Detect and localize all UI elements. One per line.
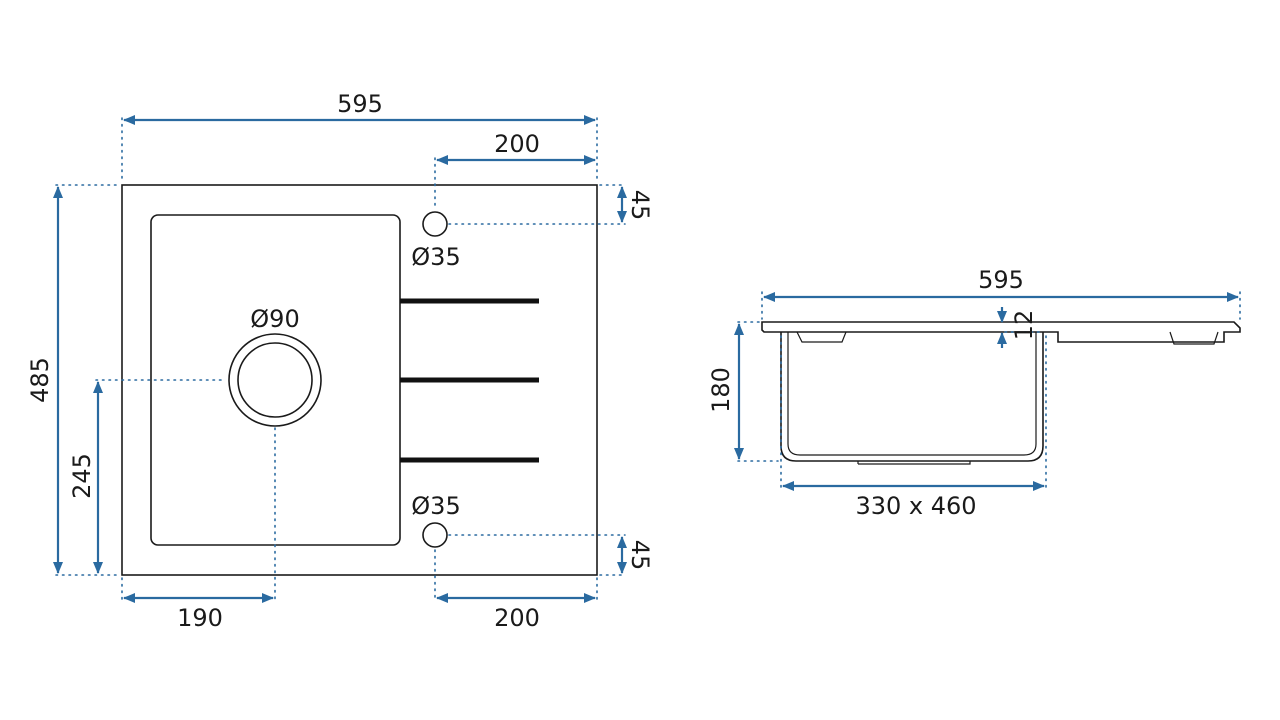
- bottom-tray-width-label: 200: [494, 604, 540, 632]
- waste-outlet-detail: [858, 461, 971, 465]
- top-hole-diameter-label: Ø35: [411, 243, 460, 271]
- bowl-inner-profile: [787, 332, 1037, 456]
- drain-outer-ring: [228, 333, 322, 427]
- height-label: 485: [26, 357, 54, 403]
- width-label: 595: [337, 90, 383, 118]
- rim-thickness-label: 12: [1010, 310, 1038, 341]
- bowl-size-label: 330 x 460: [855, 492, 976, 520]
- bottom-hole-offset-label: 45: [626, 540, 654, 571]
- drain-height-label: 245: [68, 453, 96, 499]
- bowl-profile: [780, 332, 1044, 462]
- drain-diameter-label: Ø90: [250, 305, 299, 333]
- side-view: 595 12 180 330 x 460: [707, 266, 1241, 520]
- overflow-detail: [796, 331, 847, 343]
- side-width-label: 595: [978, 266, 1024, 294]
- sink-rim-profile: [761, 321, 1241, 343]
- drainer-detail: [1169, 331, 1219, 345]
- drain-inner-ring: [237, 342, 313, 418]
- top-view: 595 200 45 Ø35 485 Ø90 245 Ø35 45 190 20…: [26, 90, 654, 632]
- top-tap-hole: [422, 211, 448, 237]
- depth-label: 180: [707, 367, 735, 413]
- top-hole-offset-label: 45: [626, 190, 654, 221]
- tray-width-label: 200: [494, 130, 540, 158]
- bottom-hole-diameter-label: Ø35: [411, 492, 460, 520]
- drain-offset-label: 190: [177, 604, 223, 632]
- bottom-tap-hole: [422, 522, 448, 548]
